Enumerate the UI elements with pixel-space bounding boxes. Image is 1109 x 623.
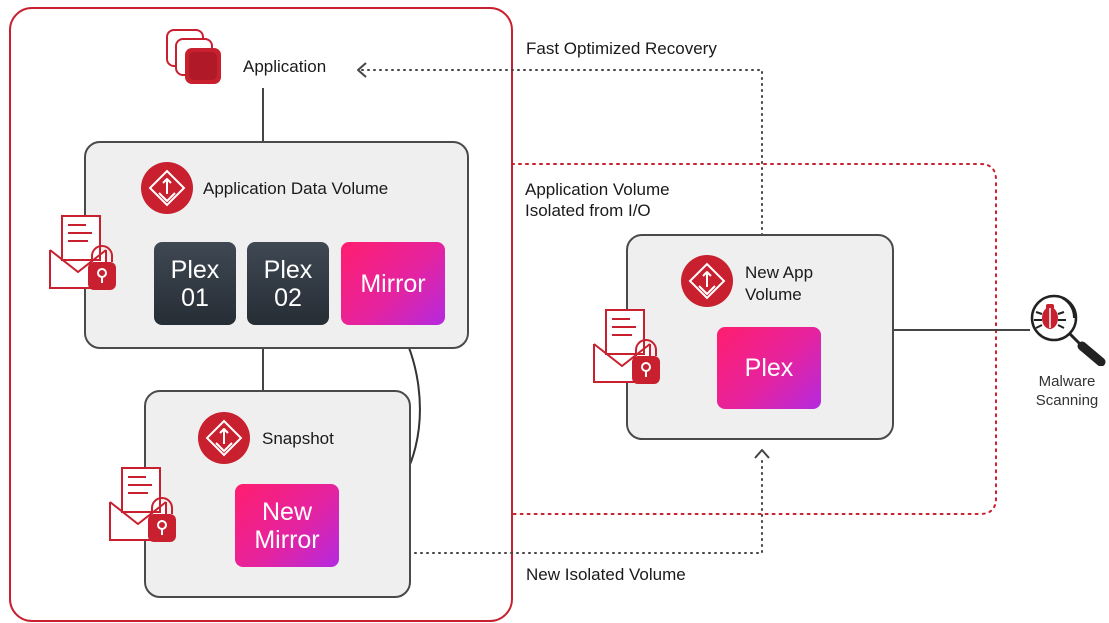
new-mirror-line2: Mirror — [254, 525, 320, 554]
application-label: Application — [243, 57, 327, 76]
plex-02-tile[interactable]: Plex 02 — [247, 242, 329, 325]
new-app-volume-line1: New App — [745, 263, 814, 282]
isolated-arrowhead — [754, 449, 770, 459]
isolated-region-label: Application Volume Isolated from I/O — [525, 179, 670, 221]
volume-diamond-icon — [141, 162, 193, 214]
malware-scanning-label: Malware Scanning — [1032, 372, 1102, 410]
bug-magnifier-icon — [1030, 294, 1106, 366]
new-mirror-tile[interactable]: New Mirror — [235, 484, 339, 567]
mirror-label: Mirror — [360, 269, 426, 298]
malware-line1: Malware — [1038, 373, 1096, 390]
mirror-tile[interactable]: Mirror — [341, 242, 445, 325]
plex-01-line2: 01 — [181, 283, 209, 312]
stacked-squares-icon — [166, 29, 221, 84]
snapshot-label: Snapshot — [262, 429, 334, 448]
recovery-dotted-line — [359, 69, 763, 236]
plex-02-line2: 02 — [274, 283, 302, 312]
malware-line2: Scanning — [1035, 392, 1099, 409]
recovery-arrowhead — [357, 62, 367, 78]
plex-01-tile[interactable]: Plex 01 — [154, 242, 236, 325]
volume-diamond-icon — [681, 255, 733, 307]
isolated-label-line2: Isolated from I/O — [525, 201, 651, 220]
fast-recovery-label: Fast Optimized Recovery — [526, 39, 717, 58]
application-boundary — [9, 7, 513, 622]
envelope-lock-icon — [593, 309, 660, 384]
plex-01-line1: Plex — [170, 255, 220, 284]
envelope-lock-icon — [49, 215, 116, 290]
isolation-boundary — [511, 163, 997, 515]
new-isolated-volume-label: New Isolated Volume — [526, 565, 686, 584]
application-data-volume-label: Application Data Volume — [203, 179, 389, 198]
new-mirror-line1: New — [261, 497, 312, 526]
volume-diamond-icon — [198, 412, 250, 464]
isolated-dotted-line — [342, 457, 763, 554]
plex-02-line1: Plex — [263, 255, 313, 284]
new-app-volume-label: New App Volume — [745, 262, 813, 306]
new-app-volume-line2: Volume — [745, 285, 802, 304]
isolated-label-line1: Application Volume — [525, 180, 670, 199]
envelope-lock-icon — [109, 467, 176, 542]
new-plex-tile[interactable]: Plex — [717, 327, 821, 409]
new-plex-label: Plex — [744, 354, 794, 382]
